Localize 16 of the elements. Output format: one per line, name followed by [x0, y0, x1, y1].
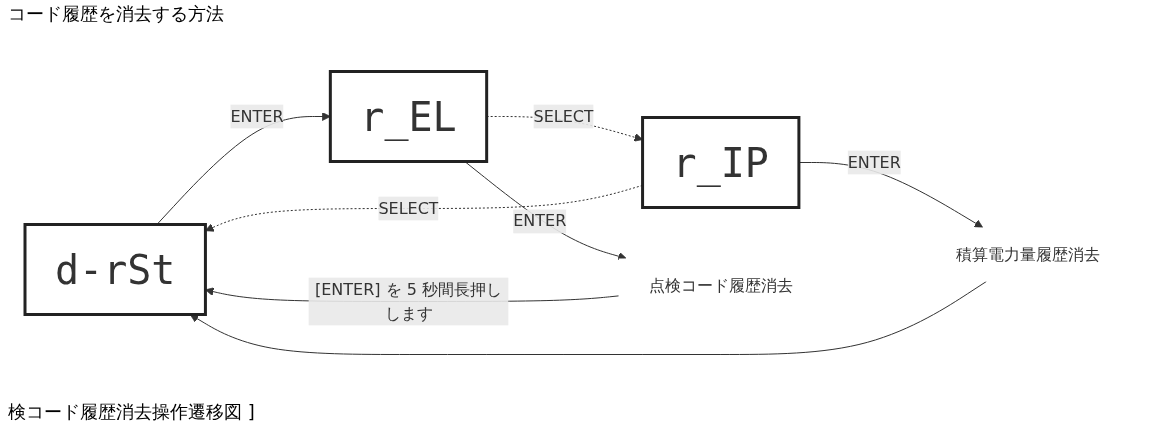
diagram-caption: 検コード履歴消去操作遷移図 ] [7, 400, 256, 424]
node-text: 積算電力量履歴消去 [955, 244, 1100, 264]
edge-label: SELECT [378, 198, 439, 218]
edge-label: ENTER [847, 152, 901, 172]
edge-label: SELECT [533, 106, 594, 126]
node-text: 点検コード履歴消去 [648, 275, 793, 295]
node-box: r_EL [328, 70, 489, 163]
arrow [464, 161, 627, 261]
edge-label: ENTER [230, 106, 284, 126]
node-box: r_IP [641, 116, 801, 209]
arrow [156, 112, 331, 225]
arrow [189, 281, 987, 355]
node-box: d-rSt [23, 223, 207, 316]
diagram-title: コード履歴を消去する方法 [7, 2, 225, 26]
edge-label: ENTER [513, 211, 567, 231]
edge-label: [ENTER] を 5 秒間長押しします [315, 279, 503, 323]
